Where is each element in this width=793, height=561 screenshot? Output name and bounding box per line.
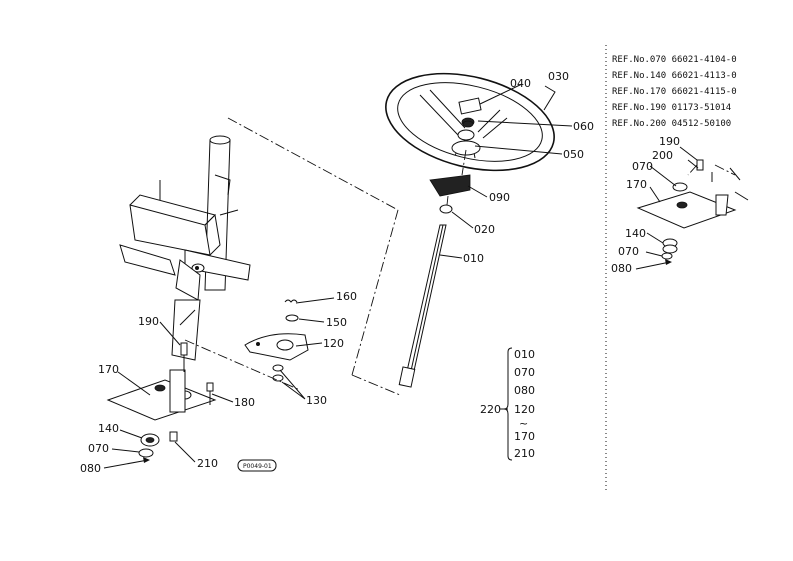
bolt-180 bbox=[206, 382, 214, 405]
label-130: 130 bbox=[306, 394, 327, 407]
washer-070-right bbox=[661, 252, 673, 260]
label-070-right2: 070 bbox=[618, 245, 639, 258]
assembly-item: 080 bbox=[514, 384, 535, 397]
label-010: 010 bbox=[463, 252, 484, 265]
assembly-item: 120 bbox=[514, 403, 535, 416]
assembly-item: 170 bbox=[514, 430, 535, 443]
ref-note: REF.No.170 66021-4115-0 bbox=[612, 87, 737, 97]
ref-note: REF.No.070 66021-4104-0 bbox=[612, 55, 737, 65]
washer-150 bbox=[285, 314, 299, 322]
label-020: 020 bbox=[474, 223, 495, 236]
label-070-left: 070 bbox=[88, 442, 109, 455]
spring-160 bbox=[284, 299, 298, 303]
label-090: 090 bbox=[489, 191, 510, 204]
bolt-190-left bbox=[180, 342, 188, 372]
assembly-item: 070 bbox=[514, 366, 535, 379]
part-labels: 040 030 060 050 090 020 010 160 150 120 … bbox=[80, 70, 680, 475]
assembly-220: 220 010 070 080 120 ~ 170 210 bbox=[480, 347, 535, 461]
arrowheads bbox=[143, 259, 672, 463]
label-160: 160 bbox=[336, 290, 357, 303]
label-120: 120 bbox=[323, 337, 344, 350]
label-200-right: 200 bbox=[652, 149, 673, 162]
label-080-left: 080 bbox=[80, 462, 101, 475]
label-060: 060 bbox=[573, 120, 594, 133]
steering-shaft bbox=[398, 174, 471, 388]
ref-notes: REF.No.070 66021-4104-0 REF.No.140 66021… bbox=[612, 55, 737, 129]
ref-note: REF.No.140 66021-4113-0 bbox=[612, 71, 737, 81]
leader-lines bbox=[103, 83, 699, 469]
label-150: 150 bbox=[326, 316, 347, 329]
label-050: 050 bbox=[563, 148, 584, 161]
drawing-code-stamp: P0049-01 bbox=[237, 459, 277, 472]
plate-left bbox=[106, 369, 217, 421]
label-070-right: 070 bbox=[632, 160, 653, 173]
ref-note: REF.No.200 04512-50100 bbox=[612, 119, 731, 129]
hub-nut bbox=[462, 120, 474, 128]
segment-plate-120 bbox=[244, 333, 309, 361]
label-190-left: 190 bbox=[138, 315, 159, 328]
label-170-right: 170 bbox=[626, 178, 647, 191]
assembly-brace bbox=[503, 347, 513, 461]
alignment-lines bbox=[184, 117, 736, 396]
assembly-item: 010 bbox=[514, 348, 535, 361]
assembly-item: 210 bbox=[514, 447, 535, 460]
assembly-item: ~ bbox=[519, 417, 528, 430]
washer-070-left bbox=[138, 448, 154, 458]
bushing-140-left bbox=[140, 433, 160, 447]
label-040: 040 bbox=[510, 77, 531, 90]
label-140-left: 140 bbox=[98, 422, 119, 435]
label-210: 210 bbox=[197, 457, 218, 470]
drawing-code: P0049-01 bbox=[243, 463, 272, 470]
label-180: 180 bbox=[234, 396, 255, 409]
label-030: 030 bbox=[548, 70, 569, 83]
column-bracket bbox=[119, 135, 251, 361]
ref-note: REF.No.190 01173-51014 bbox=[612, 103, 731, 113]
steering-wheel bbox=[385, 72, 555, 172]
bolt-210 bbox=[169, 431, 178, 442]
plate-right bbox=[636, 159, 749, 229]
bushing-140-right bbox=[662, 238, 678, 254]
label-190-right: 190 bbox=[659, 135, 680, 148]
label-140-right: 140 bbox=[625, 227, 646, 240]
label-170-left: 170 bbox=[98, 363, 119, 376]
assembly-220-label: 220 bbox=[480, 403, 501, 416]
label-080-right: 080 bbox=[611, 262, 632, 275]
